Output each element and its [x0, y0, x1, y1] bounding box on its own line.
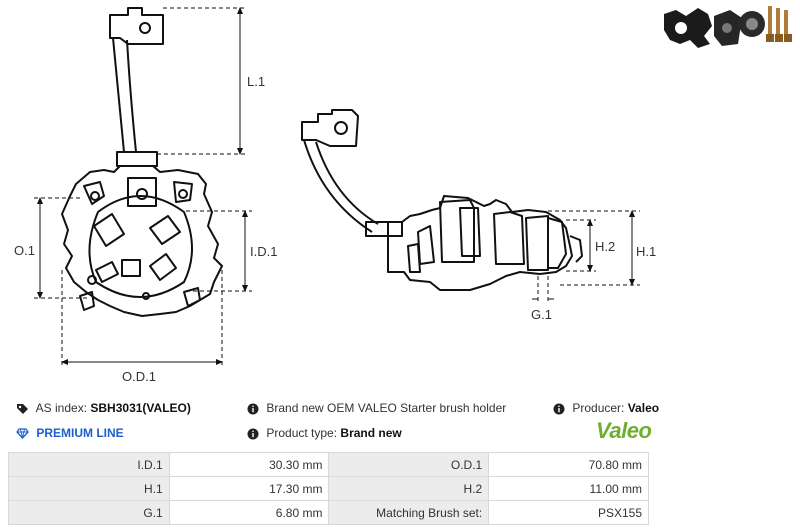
spec-value: 70.80 mm [488, 452, 649, 477]
description: Brand new OEM VALEO Starter brush holder [247, 401, 506, 415]
table-row: G.1 6.80 mm Matching Brush set: PSX155 [8, 500, 649, 525]
producer-label: Producer: [572, 401, 625, 415]
producer-value: Valeo [627, 401, 660, 415]
valeo-logo: Valeo [596, 418, 652, 443]
table-row: I.D.1 30.30 mm O.D.1 70.80 mm [8, 452, 649, 477]
front-view [61, 7, 223, 317]
label-g1: G.1 [531, 307, 552, 322]
product-type-value: Brand new [340, 426, 402, 440]
product-type-label: Product type: [266, 426, 338, 440]
spec-label: Matching Brush set: [328, 500, 490, 525]
info-icon [247, 403, 259, 415]
spec-value: 6.80 mm [168, 500, 330, 525]
spec-label: O.D.1 [328, 452, 490, 477]
premium-line-label: PREMIUM LINE [36, 426, 124, 440]
side-dimensions [532, 210, 640, 302]
technical-drawing: L.1 O.1 I.D.1 O.D.1 H.1 [14, 6, 792, 384]
spec-label: H.2 [328, 476, 490, 501]
producer: Producer: Valeo [553, 401, 659, 415]
product-type: Product type: Brand new [247, 426, 402, 440]
label-o1: O.1 [14, 243, 35, 258]
table-row: H.1 17.30 mm H.2 11.00 mm [8, 476, 649, 501]
label-l1: L.1 [247, 74, 265, 89]
specs-table: I.D.1 30.30 mm O.D.1 70.80 mm H.1 17.30 … [8, 452, 649, 525]
tag-icon [17, 403, 28, 414]
as-index-label: AS index: [35, 401, 88, 415]
description-text: Brand new OEM VALEO Starter brush holder [266, 401, 507, 415]
side-view [301, 109, 583, 291]
spec-label: G.1 [8, 500, 170, 525]
as-index-value: SBH3031(VALEO) [90, 401, 191, 415]
label-id1: I.D.1 [250, 244, 277, 259]
spec-value: 30.30 mm [168, 452, 330, 477]
label-h1: H.1 [636, 244, 656, 259]
spec-value: 11.00 mm [488, 476, 649, 501]
info-icon [553, 403, 565, 415]
spec-label: I.D.1 [8, 452, 170, 477]
label-h2: H.2 [595, 239, 615, 254]
spec-value: 17.30 mm [168, 476, 330, 501]
premium-line: PREMIUM LINE [16, 426, 124, 440]
info-icon [247, 428, 259, 440]
spec-label: H.1 [8, 476, 170, 501]
diamond-icon [16, 428, 29, 440]
label-od1: O.D.1 [122, 369, 156, 384]
spec-value: PSX155 [488, 500, 649, 525]
product-photo [664, 6, 792, 48]
as-index: AS index: SBH3031(VALEO) [16, 401, 191, 415]
front-dimensions [34, 6, 252, 368]
